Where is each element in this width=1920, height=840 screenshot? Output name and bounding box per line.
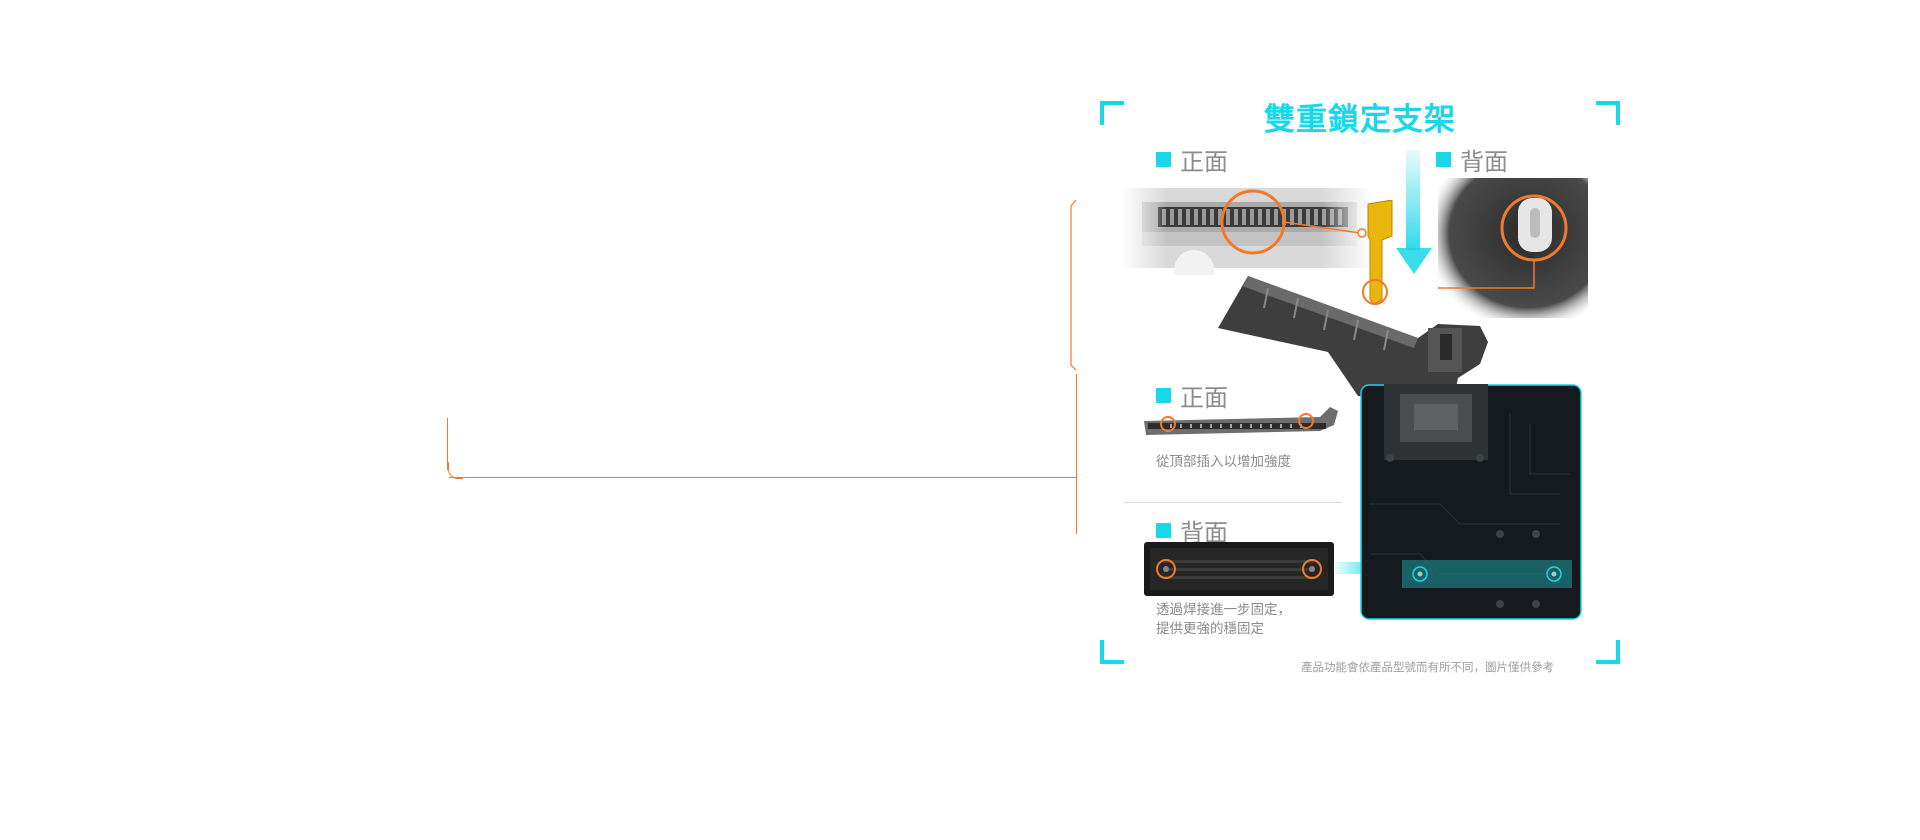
insert-direction-arrow-icon	[1396, 150, 1432, 274]
frame-corner-bottom-left	[1100, 640, 1124, 664]
section-label-text: 背面	[1460, 148, 1508, 176]
cyan-square-icon	[1156, 388, 1171, 403]
front-slot-closeup-image	[1122, 180, 1372, 275]
cyan-square-icon	[1436, 152, 1451, 167]
bottom-caption-line-1: 透過焊接進一步固定，	[1156, 602, 1291, 618]
section-divider	[1124, 502, 1342, 503]
connector-line-vertical-left	[447, 418, 448, 470]
frame-corner-top-left	[1100, 101, 1124, 125]
back-slot-closeup-image	[1438, 178, 1588, 318]
mid-caption: 從頂部插入以增加強度	[1156, 454, 1291, 470]
disclaimer-footnote: 產品功能會依產品型號而有所不同，圖片僅供參考	[1301, 660, 1554, 674]
cyan-square-icon	[1156, 523, 1171, 538]
frame-corner-top-right	[1596, 101, 1620, 125]
back-slot-strip-image	[1144, 542, 1334, 596]
cyan-square-icon	[1156, 152, 1171, 167]
section-label-text: 正面	[1180, 384, 1228, 412]
frame-corner-bottom-right	[1596, 640, 1620, 664]
connector-line-horizontal	[449, 477, 1076, 478]
section-label-back-top: 背面	[1436, 142, 1508, 177]
pcie-slot-main-image	[1218, 276, 1488, 408]
motherboard-back-image	[1360, 384, 1582, 620]
section-label-front-top: 正面	[1156, 142, 1228, 177]
bottom-caption-line-2: 提供更強的穩固定	[1156, 621, 1264, 637]
latch-tab-image	[1362, 200, 1393, 305]
section-label-front-mid: 正面	[1156, 378, 1228, 413]
section-label-text: 正面	[1180, 148, 1228, 176]
connector-bracket-shape	[1070, 199, 1077, 371]
connector-arc	[448, 462, 463, 479]
connector-line-vertical-main	[1076, 374, 1077, 534]
bottom-caption: 透過焊接進一步固定， 提供更強的穩固定	[1156, 601, 1291, 639]
front-slot-strip-image	[1144, 407, 1338, 435]
page-title: 雙重鎖定支架	[1264, 102, 1456, 138]
